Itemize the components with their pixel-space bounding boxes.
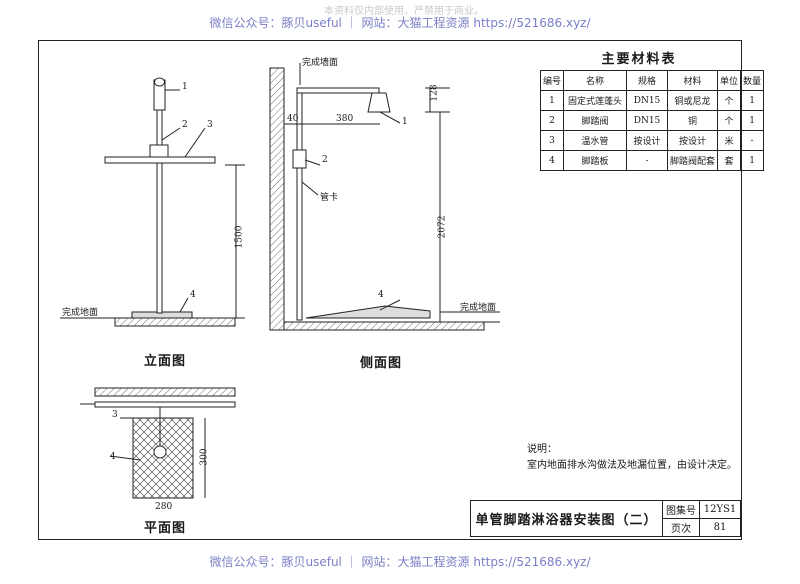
cell-name: 温水管 [563,130,628,151]
drawing-frame [38,40,742,540]
col-header: 编号 [539,70,565,91]
elevation-callout-3: 3 [207,120,213,130]
table-row: 1 固定式莲蓬头 DN15 铜或尼龙 个 1 [539,90,765,111]
copyright-watermark: 本资料仅内部使用，严禁用于商业。 [324,6,484,17]
table-row: 2 脚踏阀 DN15 铜 个 1 [539,110,765,131]
plan-caption: 平面图 [144,521,187,536]
side-arm [296,87,380,94]
col-header: 名称 [563,70,628,91]
side-wall-label: 完成墙面 [302,58,339,68]
plan-foot-pedal [132,417,194,499]
side-height-dim: 2072 [437,215,448,239]
cell-unit: 套 [717,150,742,171]
notes-line: 室内地面排水沟做法及地漏位置，由设计决定。 [527,460,737,471]
elevation-height-dim: 1500 [234,225,245,249]
plan-riser [153,445,167,459]
title-block: 单管脚踏淋浴器安装图（二） 图集号 12YS1 页次 81 [470,500,741,537]
cell-spec: DN15 [626,110,669,131]
cell-unit: 个 [717,110,742,131]
drawing-title: 单管脚踏淋浴器安装图（二） [470,500,663,537]
side-pipe-clamp-label: 管卡 [320,193,339,203]
plan-supply-pipe [94,401,236,408]
cell-no: 2 [539,110,565,131]
cell-qty: 1 [740,110,765,131]
col-header: 规格 [626,70,669,91]
col-header: 数量 [740,70,765,91]
watermark-bottom: 微信公众号：豚贝useful ｜ 网站：大猫工程资源 https://52168… [209,555,591,569]
cell-unit: 个 [717,90,742,111]
side-pedal-valve [292,149,307,169]
cell-no: 4 [539,150,565,171]
side-callout-2: 2 [322,155,328,165]
side-wall [269,67,285,331]
cell-material: 脚踏阀配套 [667,150,719,171]
cell-unit: 米 [717,130,742,151]
plan-wall [94,387,236,397]
elevation-floor-slab [114,317,236,327]
elevation-callout-2: 2 [182,120,188,130]
col-header: 单位 [717,70,742,91]
materials-header-row: 编号 名称 规格 材料 单位 数量 [539,70,765,91]
side-floor-label: 完成地面 [460,303,497,313]
page-label: 页次 [662,518,700,537]
cell-qty: 1 [740,150,765,171]
plan-view [80,387,236,499]
atlas-label: 图集号 [662,500,700,519]
elevation-floor-label: 完成地面 [62,308,99,318]
side-callout-4: 4 [378,290,384,300]
cell-spec: - [626,150,669,171]
side-foot-pedal [305,305,431,319]
cell-name: 脚踏阀 [563,110,628,131]
plan-depth-dim: 300 [199,448,210,466]
cell-qty: - [740,130,765,151]
table-row: 4 脚踏板 - 脚踏阀配套 套 1 [539,150,765,171]
plan-callout-3: 3 [112,410,118,420]
side-offset-dim: 40 [287,114,299,124]
side-shower-head [367,92,391,113]
cell-material: 铜或尼龙 [667,90,719,111]
materials-table: 编号 名称 规格 材料 单位 数量 1 固定式莲蓬头 DN15 铜或尼龙 个 1… [539,70,765,171]
leader-2 [161,127,181,141]
materials-title: 主要材料表 [601,52,677,67]
elevation-callout-4: 4 [190,290,196,300]
plan-callout-4: 4 [110,452,116,462]
elevation-callout-1: 1 [182,82,188,92]
cell-qty: 1 [740,90,765,111]
cell-no: 3 [539,130,565,151]
table-row: 3 温水管 按设计 按设计 米 - [539,130,765,151]
leader-4 [179,297,189,313]
elevation-view [60,77,245,327]
side-caption: 侧面图 [360,356,403,371]
col-header: 材料 [667,70,719,91]
notes-heading: 说明： [527,444,557,455]
elevation-riser [156,109,163,314]
side-view [269,63,500,331]
side-drop-dim: 128 [429,84,440,102]
side-callout-1: 1 [402,117,408,127]
side-reach-dim: 380 [336,114,354,124]
elevation-supply-pipe [104,156,216,164]
cell-material: 铜 [667,110,719,131]
plan-width-dim: 280 [155,502,173,512]
cell-no: 1 [539,90,565,111]
cell-name: 脚踏板 [563,150,628,171]
page-value: 81 [699,518,741,537]
atlas-value: 12YS1 [699,500,741,519]
cell-material: 按设计 [667,130,719,151]
notes: 说明： 室内地面排水沟做法及地漏位置，由设计决定。 [527,442,737,474]
side-floor-slab [283,321,485,331]
cell-spec: 按设计 [626,130,669,151]
elevation-caption: 立面图 [144,354,187,369]
leader-3 [184,127,206,158]
cell-name: 固定式莲蓬头 [563,90,628,111]
cell-spec: DN15 [626,90,669,111]
watermark-top: 微信公众号：豚贝useful ｜ 网站：大猫工程资源 https://52168… [209,16,591,30]
